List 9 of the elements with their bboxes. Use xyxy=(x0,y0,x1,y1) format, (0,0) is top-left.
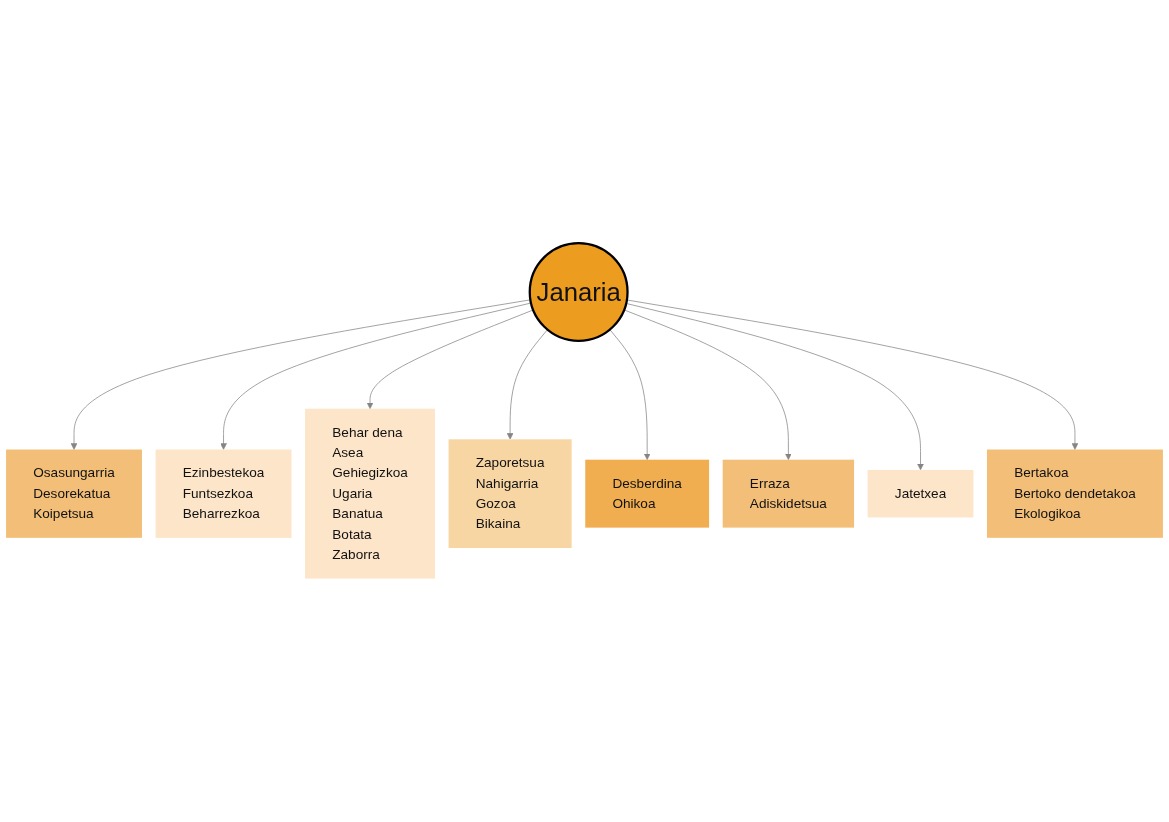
node-box: Ezinbestekoa Funtsezkoa Beharrezkoa xyxy=(155,449,292,538)
node-box: Jatetxea xyxy=(867,470,974,518)
node-box: Bertakoa Bertoko dendetakoa Ekologikoa xyxy=(986,449,1163,538)
node-box: Behar dena Asea Gehiegizkoa Ugaria Banatua Botata Zaborra xyxy=(305,408,435,579)
node-box: Erraza Adiskidetsua xyxy=(722,459,855,528)
node-circle: Janaria xyxy=(528,242,629,343)
node-box: Zaporetsua Nahigarria Gozoa Bikaina xyxy=(448,439,572,549)
node-box: Osasungarria Desorekatua Koipetsua xyxy=(6,449,142,538)
node-box: Desberdina Ohikoa xyxy=(585,459,710,528)
